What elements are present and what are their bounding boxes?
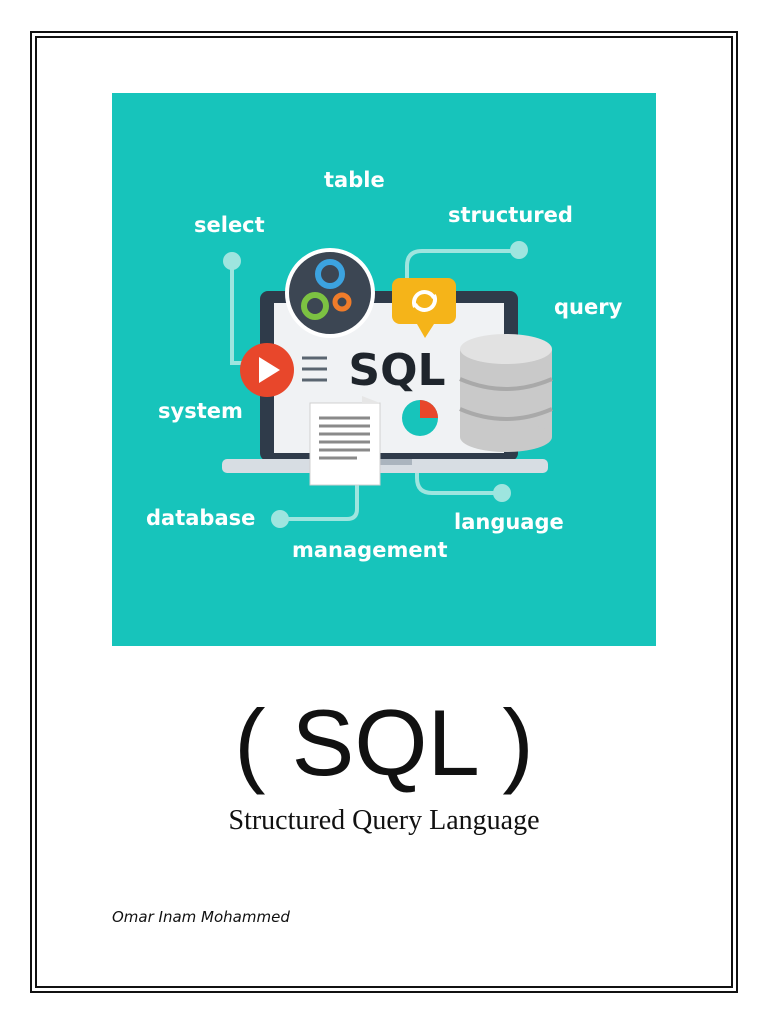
keyword-structured: structured [448,203,573,227]
keyword-management: management [292,538,448,562]
keyword-query: query [554,295,623,319]
dot-database [271,510,289,528]
dot-structured [510,241,528,259]
refresh-bubble-icon [392,278,456,338]
dot-language [493,484,511,502]
screen-sql-label: SQL [348,345,445,396]
author-name: Omar Inam Mohammed [112,908,290,926]
document-icon [309,396,381,486]
page-border-outer [30,31,738,993]
keyword-system: system [158,399,243,423]
page-border-inner [35,36,733,988]
dot-select [223,252,241,270]
database-icon [459,334,553,452]
document-subtitle: Structured Query Language [228,805,540,836]
list-lines [302,356,327,382]
play-icon [240,343,294,397]
gears-icon [285,248,375,338]
document-title: ( SQL ) [234,690,534,795]
pie-chart-icon [402,400,438,436]
keyword-table: table [324,168,385,192]
cover-illustration: SQL [112,93,656,646]
keyword-database: database [146,506,255,530]
keyword-select: select [194,213,265,237]
keyword-language: language [454,510,564,534]
